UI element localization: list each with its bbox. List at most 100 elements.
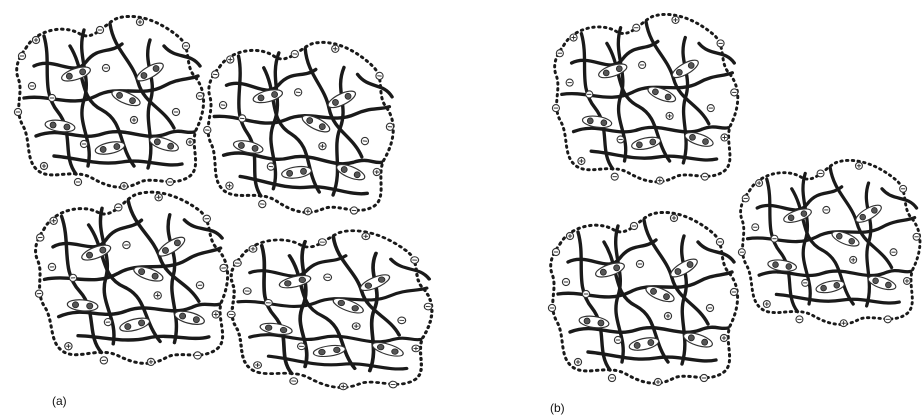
negative-charge-icon bbox=[548, 304, 555, 311]
negative-charge-icon bbox=[211, 71, 219, 79]
positive-charge-icon bbox=[578, 157, 585, 164]
polymer-chain bbox=[591, 151, 716, 160]
polymer-chain bbox=[699, 43, 734, 63]
negative-charge-icon bbox=[267, 163, 275, 171]
negative-charge-icon bbox=[802, 279, 809, 286]
positive-charge-icon bbox=[574, 358, 581, 365]
cluster-b-right bbox=[738, 160, 920, 326]
negative-charge-icon bbox=[398, 317, 406, 324]
positive-charge-icon bbox=[570, 34, 577, 41]
positive-charge-icon bbox=[120, 182, 127, 189]
crosslink-junction bbox=[312, 344, 346, 359]
crosslink-junction bbox=[682, 330, 714, 350]
polymer-chain bbox=[356, 74, 393, 96]
positive-charge-icon bbox=[136, 18, 143, 25]
polymer-chain bbox=[78, 329, 209, 345]
negative-charge-icon bbox=[203, 126, 211, 134]
polymer-chain bbox=[44, 36, 76, 174]
polymer-chain bbox=[229, 56, 271, 196]
positive-charge-icon bbox=[670, 214, 677, 221]
positive-charge-icon bbox=[352, 323, 360, 330]
negative-charge-icon bbox=[376, 72, 384, 80]
panel-a bbox=[14, 16, 434, 392]
negative-charge-icon bbox=[617, 136, 624, 143]
negative-charge-icon bbox=[291, 50, 299, 58]
negative-charge-icon bbox=[582, 290, 589, 297]
negative-charge-icon bbox=[166, 178, 173, 185]
negative-charge-icon bbox=[35, 290, 43, 298]
negative-charge-icon bbox=[219, 101, 227, 109]
positive-charge-icon bbox=[720, 334, 727, 341]
negative-charge-icon bbox=[28, 82, 35, 89]
negative-charge-icon bbox=[614, 336, 621, 343]
negative-charge-icon bbox=[552, 105, 559, 112]
negative-charge-icon bbox=[731, 89, 738, 96]
crosslink-junction bbox=[628, 336, 660, 353]
polymer-chain bbox=[257, 246, 296, 374]
crosslink-junction bbox=[94, 140, 126, 157]
negative-charge-icon bbox=[389, 381, 397, 388]
negative-charge-icon bbox=[900, 185, 907, 192]
positive-charge-icon bbox=[763, 301, 770, 308]
negative-charge-icon bbox=[913, 233, 920, 240]
positive-charge-icon bbox=[656, 177, 663, 184]
negative-charge-icon bbox=[630, 222, 637, 229]
polymer-chain bbox=[184, 218, 222, 240]
negative-charge-icon bbox=[290, 378, 298, 385]
polymer-chain bbox=[588, 352, 716, 361]
negative-charge-icon bbox=[350, 207, 358, 215]
positive-charge-icon bbox=[412, 345, 420, 352]
negative-charge-icon bbox=[182, 42, 189, 49]
positive-charge-icon bbox=[50, 217, 58, 225]
negative-charge-icon bbox=[100, 357, 108, 365]
negative-charge-icon bbox=[48, 94, 55, 101]
polymer-chain bbox=[578, 232, 610, 370]
positive-charge-icon bbox=[186, 138, 193, 145]
positive-charge-icon bbox=[154, 292, 162, 300]
negative-charge-icon bbox=[411, 257, 419, 264]
negative-charge-icon bbox=[556, 50, 563, 57]
polymer-chain bbox=[698, 242, 734, 262]
crosslink-junction bbox=[371, 340, 406, 359]
negative-charge-icon bbox=[701, 173, 708, 180]
negative-charge-icon bbox=[752, 224, 759, 231]
negative-charge-icon bbox=[771, 235, 778, 242]
positive-charge-icon bbox=[40, 162, 47, 169]
polymer-chain bbox=[164, 46, 200, 66]
cluster-b-bottom-left bbox=[548, 212, 737, 385]
negative-charge-icon bbox=[18, 52, 25, 59]
cluster-a-top-right bbox=[198, 34, 399, 220]
positive-charge-icon bbox=[904, 278, 911, 285]
panel-b bbox=[548, 14, 920, 385]
negative-charge-icon bbox=[258, 200, 266, 208]
positive-charge-icon bbox=[566, 232, 573, 239]
negative-charge-icon bbox=[700, 374, 707, 381]
negative-charge-icon bbox=[884, 316, 891, 323]
crosslink-junction bbox=[173, 309, 205, 327]
negative-charge-icon bbox=[220, 264, 228, 272]
negative-charge-icon bbox=[69, 274, 77, 282]
positive-charge-icon bbox=[373, 168, 381, 176]
positive-charge-icon bbox=[147, 358, 155, 366]
polymer-chain bbox=[767, 179, 798, 311]
positive-charge-icon bbox=[226, 182, 234, 190]
positive-charge-icon bbox=[249, 245, 257, 252]
negative-charge-icon bbox=[123, 241, 131, 249]
positive-charge-icon bbox=[331, 45, 339, 53]
polymer-chain bbox=[882, 189, 917, 208]
polymer-chain bbox=[581, 34, 612, 169]
crosslink-junction bbox=[156, 234, 188, 260]
negative-charge-icon bbox=[102, 64, 109, 71]
negative-charge-icon bbox=[96, 26, 103, 33]
negative-charge-icon bbox=[227, 311, 235, 318]
positive-charge-icon bbox=[664, 312, 671, 319]
negative-charge-icon bbox=[196, 92, 203, 99]
positive-charge-icon bbox=[155, 193, 163, 201]
negative-charge-icon bbox=[264, 299, 272, 306]
negative-charge-icon bbox=[636, 260, 643, 267]
negative-charge-icon bbox=[297, 343, 305, 350]
negative-charge-icon bbox=[890, 249, 897, 256]
negative-charge-icon bbox=[233, 260, 241, 267]
negative-charge-icon bbox=[552, 248, 559, 255]
negative-charge-icon bbox=[14, 108, 21, 115]
